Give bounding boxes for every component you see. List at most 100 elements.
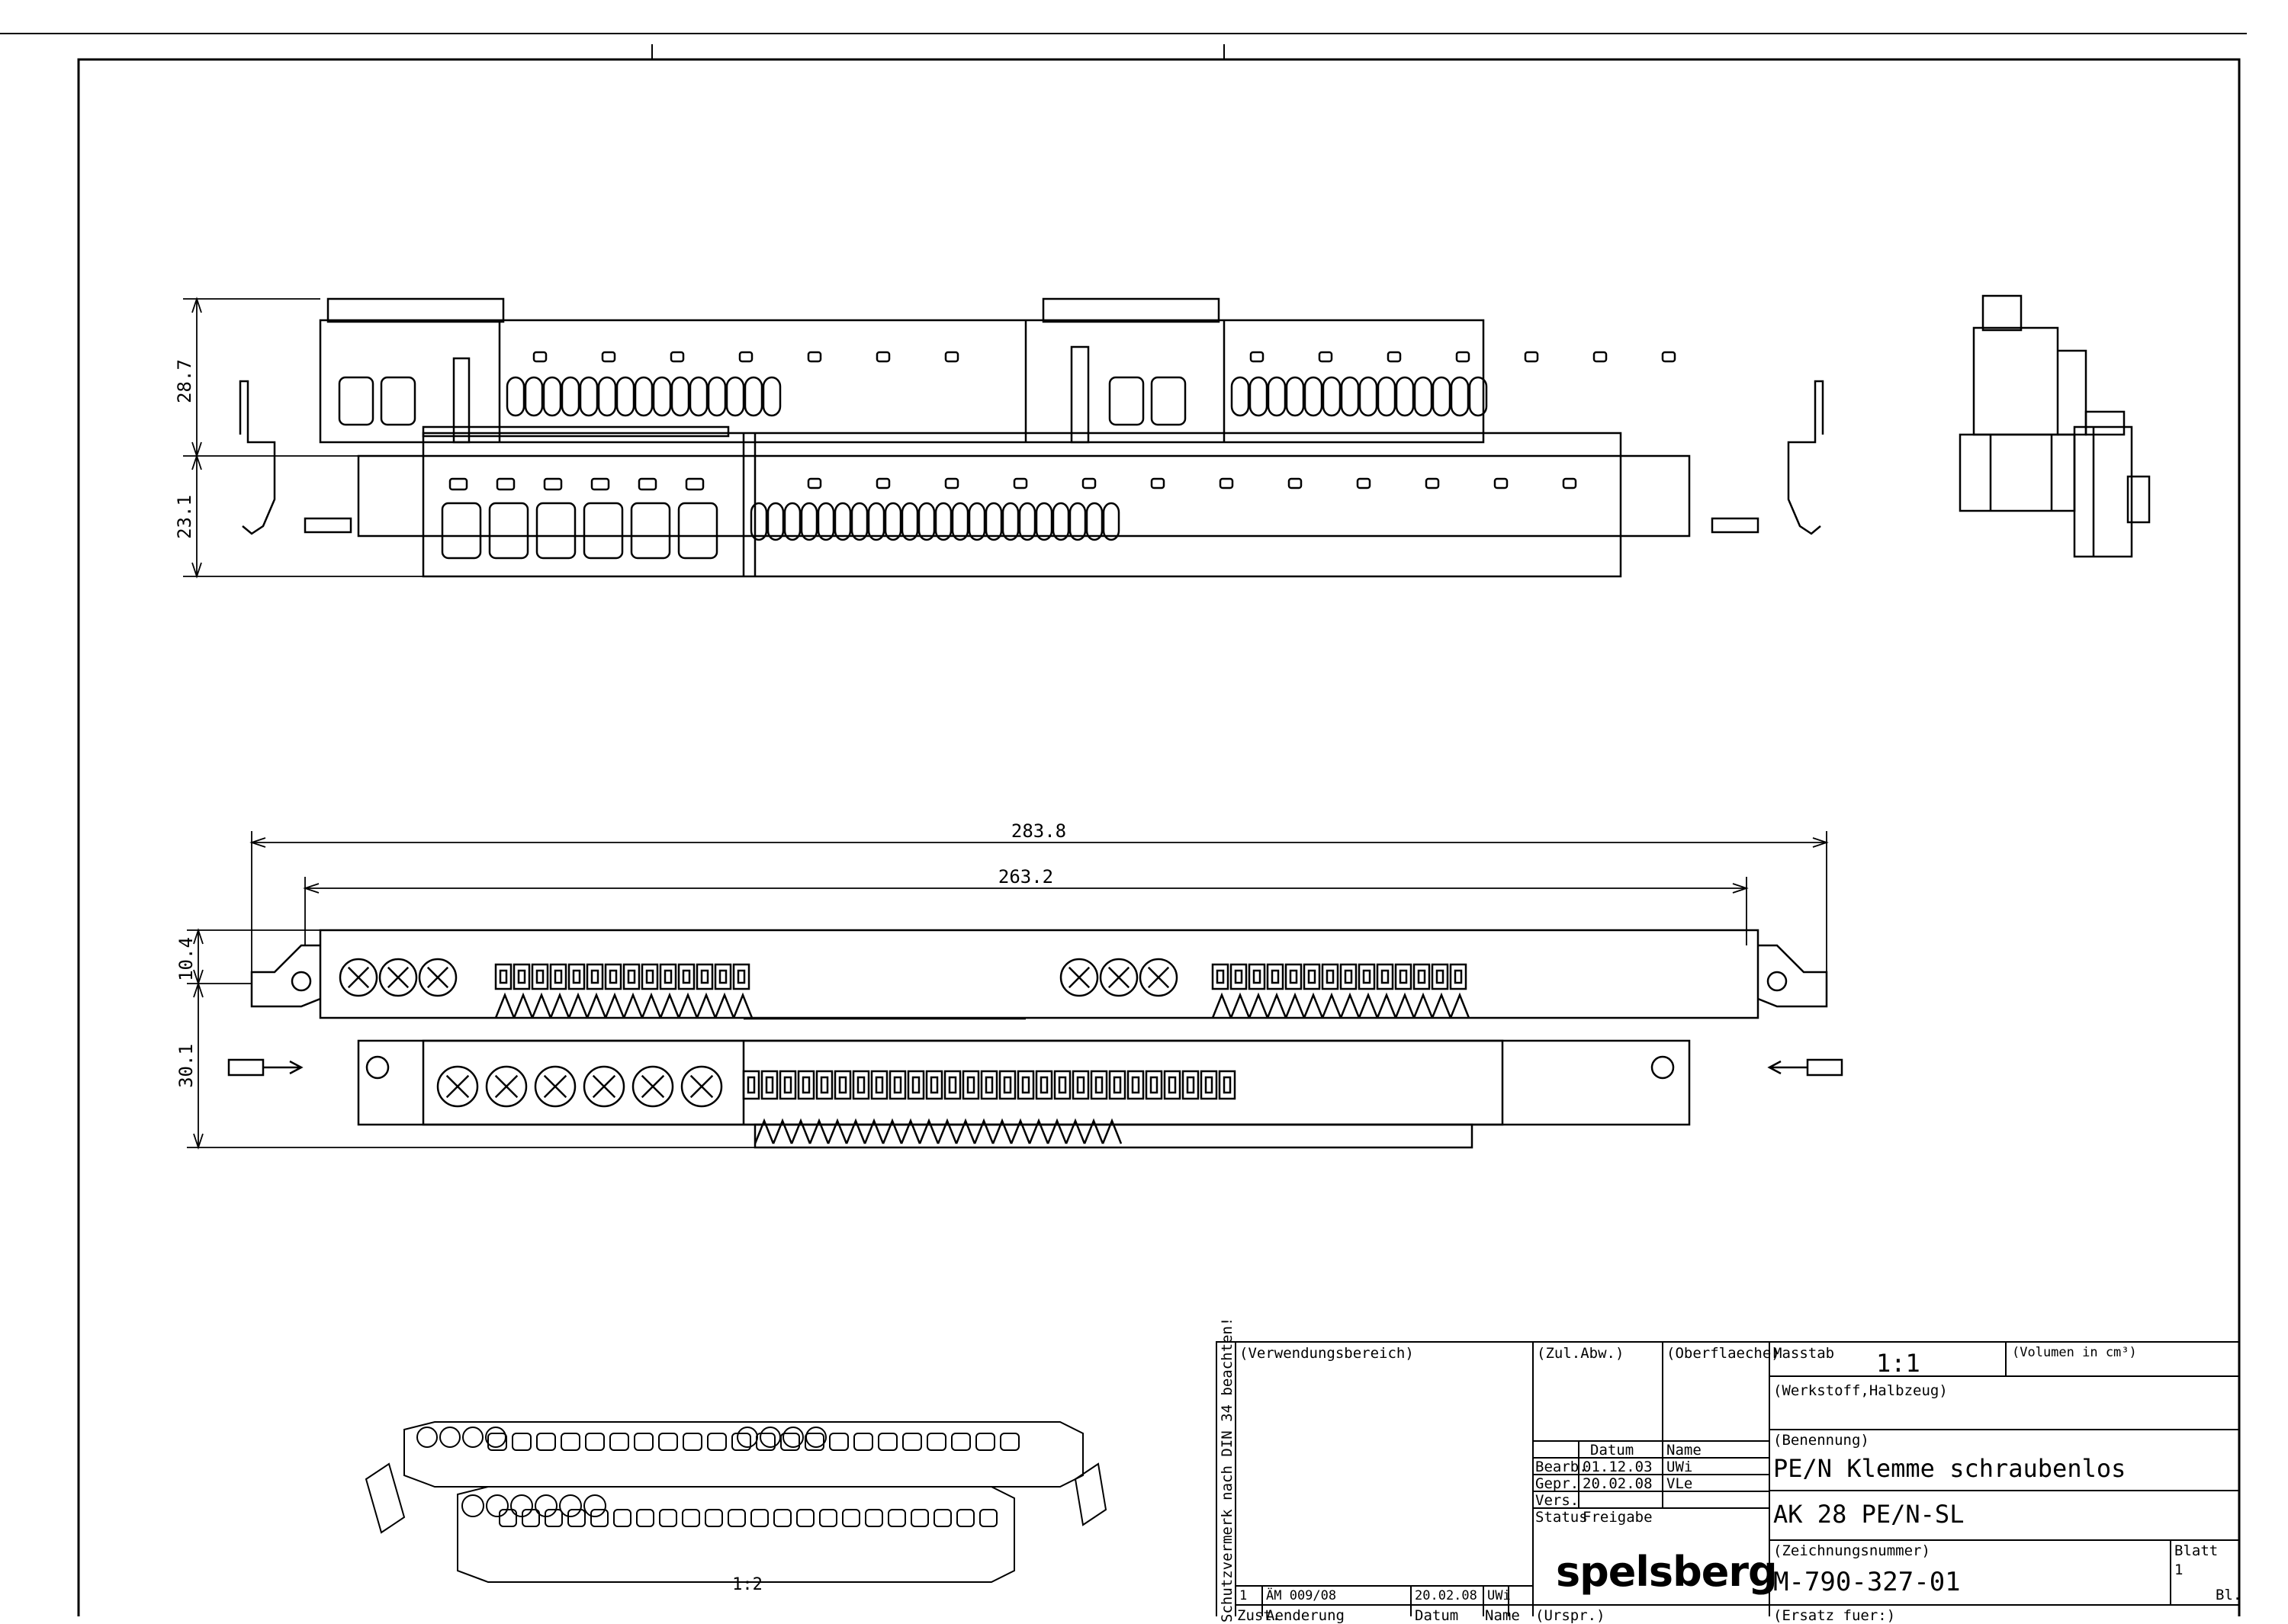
plan-spring-tooth — [1083, 1118, 1104, 1144]
front-indicator — [1562, 477, 1577, 489]
plan-terminal-slot — [732, 963, 750, 990]
front-terminal-hole — [689, 376, 709, 417]
scale-label: Masstab — [1773, 1345, 1835, 1362]
plan-terminal-slot — [696, 963, 714, 990]
revision-change: ÄM 009/08 — [1266, 1588, 1337, 1603]
plan-terminal-slot — [797, 1070, 815, 1100]
front-terminal-hole — [1413, 376, 1433, 417]
plan-terminal-slot — [779, 1070, 797, 1100]
front-terminal-hole — [867, 502, 885, 541]
plan-clamp-screw — [534, 1065, 577, 1108]
plan-spring-tooth — [1431, 992, 1452, 1019]
front-indicator — [1493, 477, 1509, 489]
iso-terminal — [522, 1509, 540, 1527]
front-terminal-hole — [670, 376, 690, 417]
plan-terminal-slot — [1412, 963, 1431, 990]
date-header: Datum — [1590, 1442, 1634, 1459]
plan-terminal-inner — [802, 1076, 811, 1094]
front-n-terminal — [535, 502, 577, 560]
plan-spring-tooth — [1065, 1118, 1086, 1144]
plan-clamp-screw — [1139, 958, 1178, 997]
status-label: Status — [1535, 1509, 1588, 1526]
plan-spring-tooth — [1266, 992, 1287, 1019]
plan-clamp-screw — [436, 1065, 479, 1108]
isometric-view — [365, 1421, 1107, 1583]
front-terminal-hole — [1068, 502, 1087, 541]
plan-spring-tooth — [513, 992, 534, 1019]
plan-spring-tooth — [1284, 992, 1306, 1019]
front-terminal-hole — [597, 376, 617, 417]
plan-terminal-slot — [494, 963, 513, 990]
plan-terminal-inner — [1131, 1076, 1140, 1094]
front-dimension-lines — [183, 297, 423, 579]
front-terminal-hole — [1322, 376, 1342, 417]
plan-terminal-slot — [1181, 1070, 1200, 1100]
front-terminal-hole — [1358, 376, 1378, 417]
front-indicator — [1219, 477, 1234, 489]
front-indicator — [876, 477, 891, 489]
plan-terminal-inner — [1040, 1076, 1049, 1094]
front-indicator — [638, 477, 657, 491]
plan-terminal-slot — [641, 963, 659, 990]
plan-clamp-screw — [1059, 958, 1099, 997]
plan-terminal-inner — [985, 1076, 994, 1094]
front-indicator — [1318, 351, 1333, 363]
iso-screw — [583, 1494, 606, 1517]
plan-terminal-slot — [1303, 963, 1321, 990]
plan-spring-tooth — [531, 992, 552, 1019]
plan-terminal-inner — [554, 969, 563, 984]
plan-screw-cross — [1147, 966, 1170, 989]
plan-spring-tooth — [1101, 1118, 1123, 1144]
front-terminal-hole — [524, 376, 544, 417]
plan-screw-cross — [426, 966, 449, 989]
front-indicator — [1455, 351, 1470, 363]
plan-terminal-slot — [677, 963, 696, 990]
front-terminal-hole — [542, 376, 562, 417]
front-terminal-hole — [1395, 376, 1415, 417]
revision-date: 20.02.08 — [1415, 1588, 1477, 1603]
front-indicator — [601, 351, 616, 363]
plan-terminal-slot — [659, 963, 677, 990]
dim-plan-top-height: 10.4 — [175, 937, 197, 981]
plan-screw-cross — [387, 966, 410, 989]
plan-screw-cross — [543, 1074, 567, 1099]
plan-terminal-inner — [682, 969, 691, 984]
plan-terminal-slot — [586, 963, 604, 990]
front-indicator — [1425, 477, 1440, 489]
plan-terminal-inner — [627, 969, 636, 984]
front-indicator — [590, 477, 610, 491]
bearb-date: 01.12.03 — [1583, 1459, 1653, 1475]
plan-terminal-inner — [911, 1076, 921, 1094]
plan-terminal-inner — [820, 1076, 829, 1094]
plan-terminal-slot — [714, 963, 732, 990]
plan-spring-tooth — [754, 1118, 775, 1144]
front-terminal-hole — [1303, 376, 1323, 417]
plan-terminal-slot — [513, 963, 531, 990]
plan-spring-tooth — [863, 1118, 885, 1144]
plan-terminal-slot — [815, 1070, 834, 1100]
iso-terminal — [927, 1433, 946, 1451]
front-n-terminal — [677, 502, 718, 560]
plan-terminal-inner — [1168, 1076, 1177, 1094]
plan-spring-tooth — [641, 992, 662, 1019]
front-n-terminal — [488, 502, 529, 560]
plan-terminal-slot — [1126, 1070, 1145, 1100]
plan-terminal-slot — [1358, 963, 1376, 990]
company-logo: spelsberg — [1556, 1548, 1778, 1596]
plan-spring-tooth — [772, 1118, 793, 1144]
plan-terminal-slot — [998, 1070, 1017, 1100]
front-terminal-hole — [1230, 376, 1250, 417]
plan-terminal-inner — [1380, 969, 1390, 984]
plan-terminal-inner — [838, 1076, 847, 1094]
bearb-name: UWi — [1666, 1459, 1693, 1475]
plan-terminal-inner — [1058, 1076, 1067, 1094]
iso-screw — [559, 1494, 582, 1517]
plan-spring-tooth — [1358, 992, 1379, 1019]
plan-screw-cross — [689, 1074, 714, 1099]
plan-terminal-slot — [1218, 1070, 1236, 1100]
plan-terminal-inner — [747, 1076, 756, 1094]
plan-spring-tooth — [1028, 1118, 1049, 1144]
plan-clamp-screw — [631, 1065, 674, 1108]
plan-terminal-inner — [783, 1076, 792, 1094]
